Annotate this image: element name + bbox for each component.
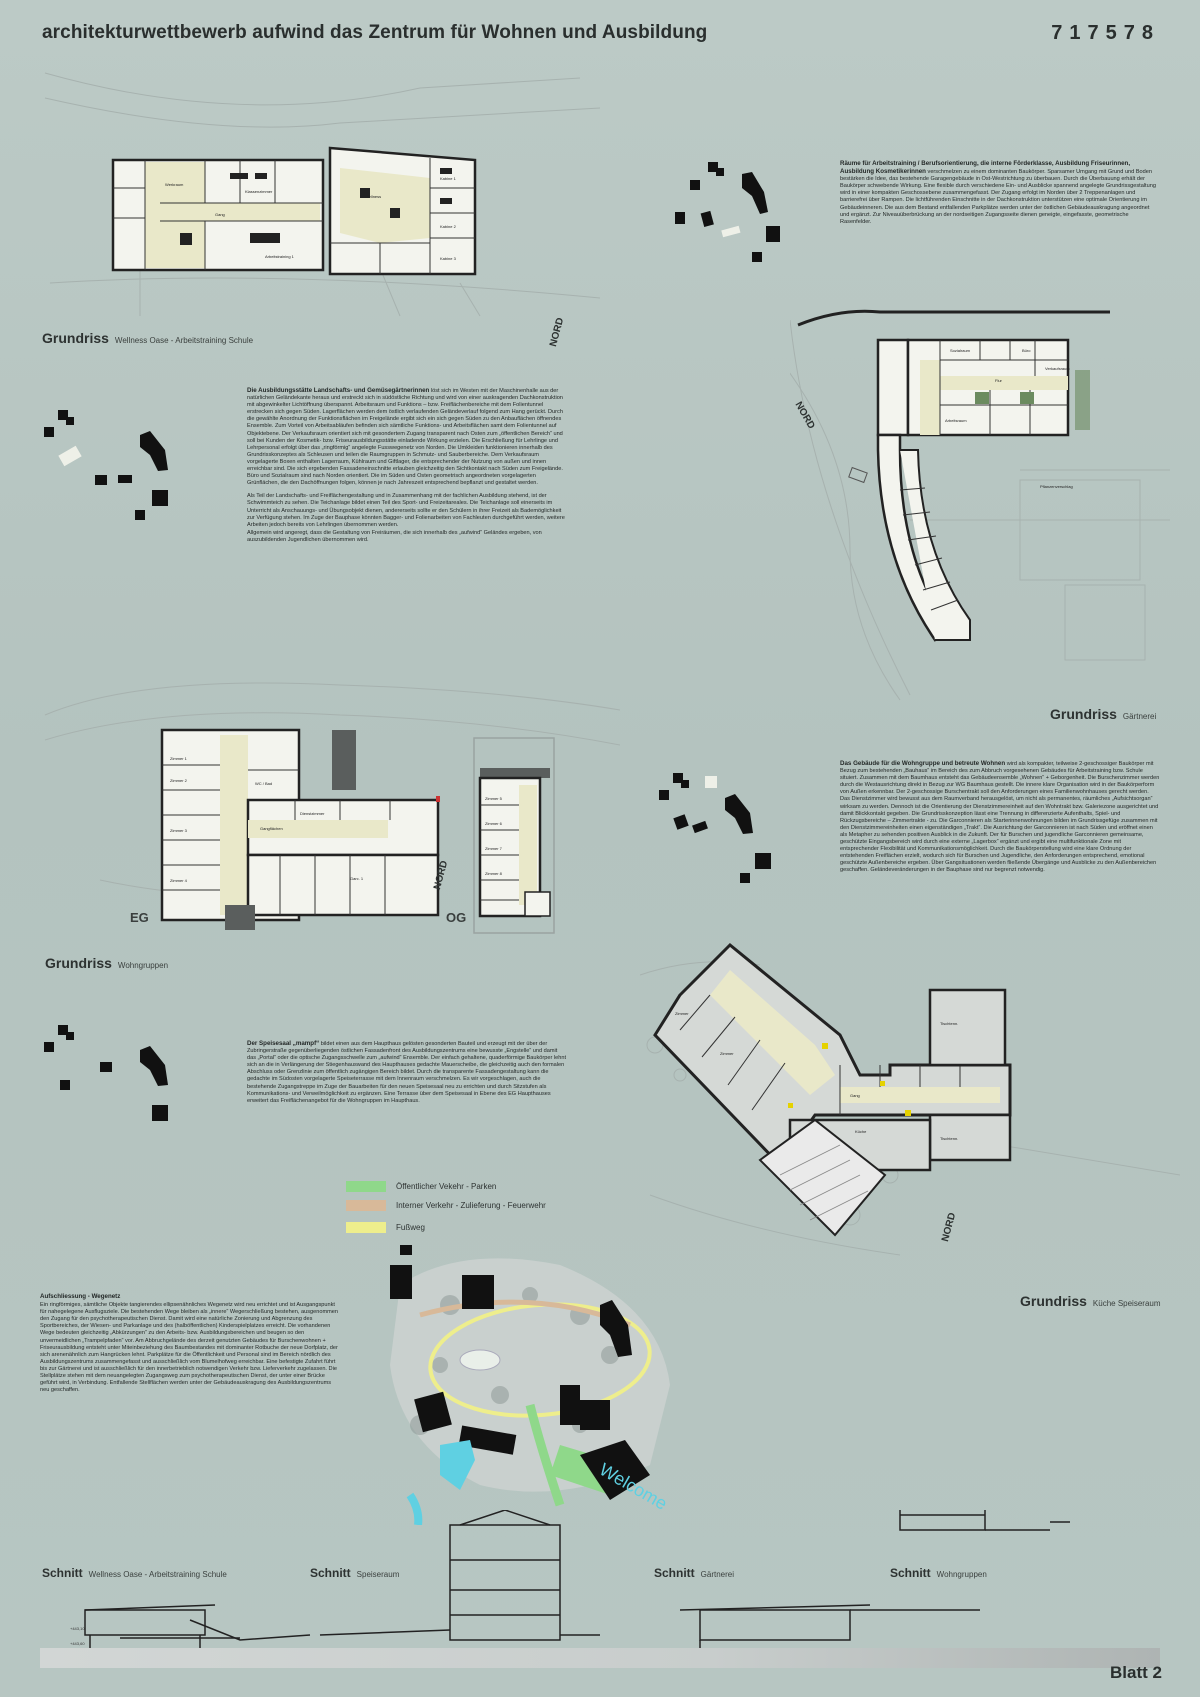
svg-text:+443,60: +443,60 [70, 1641, 85, 1646]
svg-text:Zimmer 5: Zimmer 5 [485, 796, 503, 801]
svg-text:Kabine 1: Kabine 1 [440, 176, 457, 181]
svg-text:Zimmer: Zimmer [720, 1051, 734, 1056]
svg-text:Sozialraum: Sozialraum [950, 348, 971, 353]
legend-swatch [346, 1181, 386, 1192]
svg-text:Kabine 2: Kabine 2 [440, 224, 457, 229]
svg-text:Dienstzimmer: Dienstzimmer [300, 811, 325, 816]
svg-text:Zimmer 3: Zimmer 3 [170, 828, 188, 833]
svg-text:Zimmer 2: Zimmer 2 [170, 778, 188, 783]
svg-text:Gang: Gang [215, 212, 225, 217]
text-aufschliessung: Aufschliessung - Wegenetz Ein ringförmig… [40, 1293, 339, 1394]
svg-text:Klassenzimmer: Klassenzimmer [245, 189, 273, 194]
text-arbeitstraining: Räume für Arbeitstraining / Berufsorient… [840, 160, 1156, 225]
site-mini-plan-2 [40, 405, 180, 525]
site-mini-plan-1 [672, 152, 792, 272]
svg-text:Arbeitsraum: Arbeitsraum [945, 418, 967, 423]
section-drawings: +443,10 +443,60 [40, 1510, 1160, 1650]
svg-text:Zimmer 4: Zimmer 4 [170, 878, 188, 883]
svg-text:Garc. 1: Garc. 1 [350, 876, 364, 881]
text-ausbildungsstaette: Die Ausbildungsstätte Landschafts- und G… [247, 387, 565, 543]
svg-text:Kabine 3: Kabine 3 [440, 256, 457, 261]
svg-text:Küche: Küche [855, 1129, 867, 1134]
label-eg: EG [130, 910, 149, 925]
svg-text:Tischtenn.: Tischtenn. [940, 1021, 958, 1026]
text-wohngruppe: Das Gebäude für die Wohngruppe und betre… [840, 760, 1160, 874]
svg-text:Tischtenn.: Tischtenn. [940, 1136, 958, 1141]
svg-text:Zimmer: Zimmer [675, 1011, 689, 1016]
svg-text:Pflanzenverschlag: Pflanzenverschlag [1040, 484, 1073, 489]
site-mini-plan-4 [40, 1020, 180, 1140]
svg-text:Zimmer 7: Zimmer 7 [485, 846, 503, 851]
sheet-number: Blatt 2 [1110, 1663, 1162, 1682]
svg-text:Flur: Flur [995, 378, 1003, 383]
floor-plan-wohngruppen: Zimmer 1 Zimmer 2 Zimmer 3 Zimmer 4 WC / B… [40, 650, 620, 940]
svg-text:Gang: Gang [850, 1093, 860, 1098]
label-og: OG [446, 910, 467, 925]
legend-item-footpath: Fußweg [346, 1222, 425, 1233]
sheet-title: architekturwettbewerb aufwind das Zentru… [42, 22, 708, 43]
svg-text:Werkraum: Werkraum [165, 182, 184, 187]
legend-item-internal: Interner Verkehr - Zulieferung - Feuerwe… [346, 1200, 546, 1211]
svg-text:WC / Bad: WC / Bad [255, 781, 272, 786]
legend-swatch [346, 1222, 386, 1233]
svg-text:Zimmer 6: Zimmer 6 [485, 821, 503, 826]
text-speisesaal: Der Speisesaal „mampf“ bildet einen aus … [247, 1040, 567, 1104]
svg-text:Arbeitstraining 1: Arbeitstraining 1 [265, 254, 295, 259]
site-mini-plan-3 [655, 768, 795, 888]
legend-swatch [346, 1200, 386, 1211]
svg-text:Verkaufsraum: Verkaufsraum [1045, 366, 1070, 371]
competition-number: 717578 [1051, 22, 1160, 44]
svg-text:Zimmer 1: Zimmer 1 [170, 756, 188, 761]
svg-text:Wellness: Wellness [365, 194, 381, 199]
svg-text:Gangflächen: Gangflächen [260, 826, 283, 831]
north-arrow-1: NORD [548, 316, 567, 348]
ground-strip [40, 1648, 1160, 1668]
site-plan-overview: Welcome [380, 1245, 680, 1525]
svg-text:+443,10: +443,10 [70, 1626, 85, 1631]
svg-text:Büro: Büro [1022, 348, 1031, 353]
legend-item-public: Öffentlicher Vekehr - Parken [346, 1181, 496, 1192]
svg-text:Zimmer 8: Zimmer 8 [485, 871, 503, 876]
